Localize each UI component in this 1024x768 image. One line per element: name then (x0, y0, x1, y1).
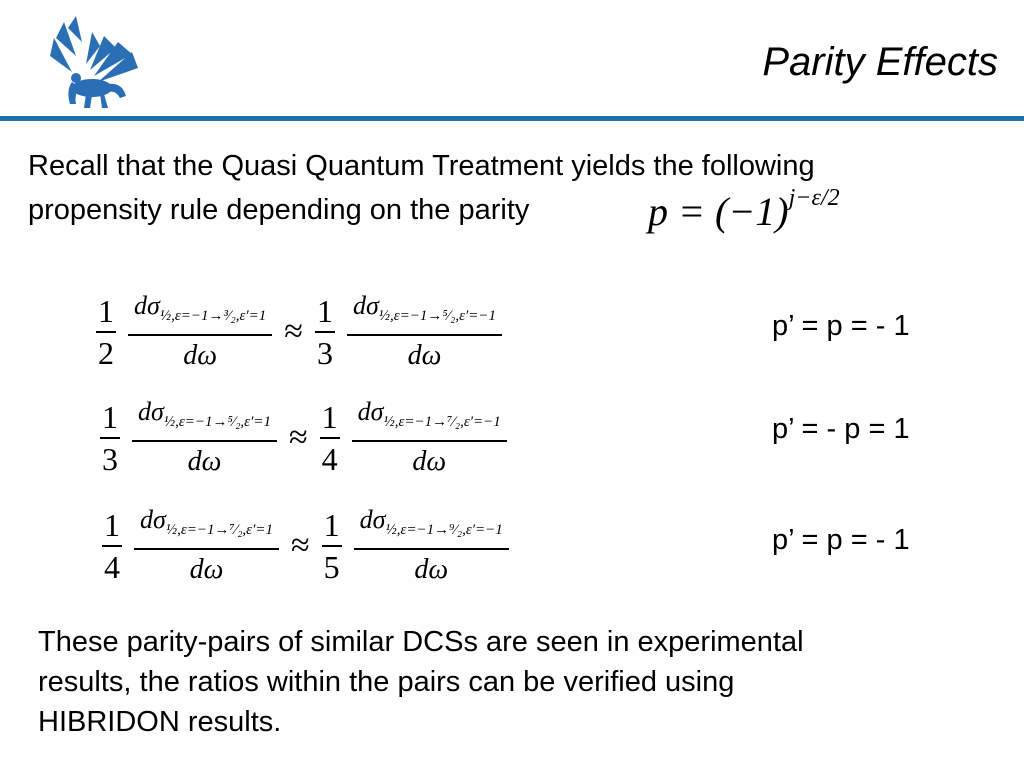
coef-denominator: 3 (316, 335, 333, 372)
left-coefficient: 1 2 (96, 291, 116, 373)
dcs-symbol: dσ (352, 291, 379, 320)
dcs-subscript: ½,ε=−1→³⁄₂,ε′=1 (159, 308, 267, 325)
title-divider (0, 116, 1024, 121)
left-dcs-fraction: dσ½,ε=−1→³⁄₂,ε′=1 dω (128, 288, 273, 376)
coef-numerator: 1 (321, 399, 338, 436)
dcs-subscript: ½,ε=−1→⁷⁄₂,ε′=1 (165, 522, 273, 539)
coef-denominator: 4 (104, 549, 120, 586)
dcs-subscript: ½,ε=−1→⁵⁄₂,ε′=−1 (378, 308, 497, 325)
intro-line-1: Recall that the Quasi Quantum Treatment … (28, 150, 815, 182)
approx-symbol: ≈ (290, 527, 310, 565)
conclusion-text: These parity-pairs of similar DCSs are s… (38, 622, 978, 742)
dcs-subscript: ½,ε=−1→⁹⁄₂,ε′=−1 (385, 522, 503, 539)
dcs-subscript: ½,ε=−1→⁷⁄₂,ε′=−1 (383, 414, 501, 431)
approx-symbol: ≈ (284, 313, 303, 351)
right-coefficient: 1 5 (321, 505, 342, 587)
coef-denominator: 4 (321, 441, 338, 478)
dcs-subscript: ½,ε=−1→⁵⁄₂,ε′=1 (163, 414, 271, 431)
dcs-symbol: dσ (359, 505, 386, 534)
parity-label-1: p’ = p = - 1 (772, 310, 910, 342)
coef-numerator: 1 (104, 507, 120, 544)
propensity-rule-lhs: p = (−1) (648, 189, 789, 234)
coef-numerator: 1 (98, 293, 114, 330)
dcs-denominator: dω (414, 554, 449, 586)
griffin-logo-icon (50, 16, 138, 108)
dcs-denominator: dω (412, 446, 447, 478)
dcs-equation-1: 1 2 dσ½,ε=−1→³⁄₂,ε′=1 dω ≈ 1 3 dσ½,ε=−1→… (96, 288, 503, 376)
propensity-rule-formula: p = (−1)j−ε/2 (648, 184, 840, 235)
coef-numerator: 1 (102, 399, 118, 436)
right-coefficient: 1 3 (314, 291, 335, 373)
conclusion-line-1: These parity-pairs of similar DCSs are s… (38, 626, 804, 658)
coef-numerator: 1 (323, 507, 340, 544)
parity-label-3: p’ = p = - 1 (772, 524, 910, 556)
left-coefficient: 1 3 (100, 397, 120, 479)
right-dcs-fraction: dσ½,ε=−1→⁹⁄₂,ε′=−1 dω (353, 502, 509, 590)
dcs-denominator: dω (189, 554, 224, 586)
coef-denominator: 3 (102, 441, 118, 478)
dcs-denominator: dω (183, 340, 218, 372)
parity-label-2: p’ = - p = 1 (772, 413, 910, 445)
propensity-rule-exponent: j−ε/2 (788, 184, 840, 211)
dcs-symbol: dσ (140, 505, 166, 534)
dcs-denominator: dω (407, 340, 442, 372)
dcs-symbol: dσ (134, 291, 160, 320)
right-dcs-fraction: dσ½,ε=−1→⁷⁄₂,ε′=−1 dω (351, 394, 507, 482)
left-coefficient: 1 4 (102, 505, 122, 587)
coef-denominator: 5 (323, 549, 340, 586)
right-coefficient: 1 4 (319, 397, 340, 479)
conclusion-line-2: results, the ratios within the pairs can… (38, 666, 735, 698)
dcs-symbol: dσ (138, 397, 164, 426)
left-dcs-fraction: dσ½,ε=−1→⁷⁄₂,ε′=1 dω (134, 502, 279, 590)
intro-text: Recall that the Quasi Quantum Treatment … (28, 144, 988, 232)
coef-numerator: 1 (316, 293, 333, 330)
conclusion-line-3: HIBRIDON results. (38, 706, 282, 738)
approx-symbol: ≈ (288, 419, 308, 457)
dcs-symbol: dσ (357, 397, 384, 426)
dcs-denominator: dω (187, 446, 222, 478)
coef-denominator: 2 (98, 335, 114, 372)
dcs-equation-3: 1 4 dσ½,ε=−1→⁷⁄₂,ε′=1 dω ≈ 1 5 dσ½,ε=−1→… (102, 502, 509, 590)
intro-line-2: propensity rule depending on the parity (28, 194, 530, 226)
left-dcs-fraction: dσ½,ε=−1→⁵⁄₂,ε′=1 dω (132, 394, 277, 482)
right-dcs-fraction: dσ½,ε=−1→⁵⁄₂,ε′=−1 dω (346, 288, 503, 376)
slide-title: Parity Effects (762, 40, 998, 84)
dcs-equation-2: 1 3 dσ½,ε=−1→⁵⁄₂,ε′=1 dω ≈ 1 4 dσ½,ε=−1→… (100, 394, 507, 482)
